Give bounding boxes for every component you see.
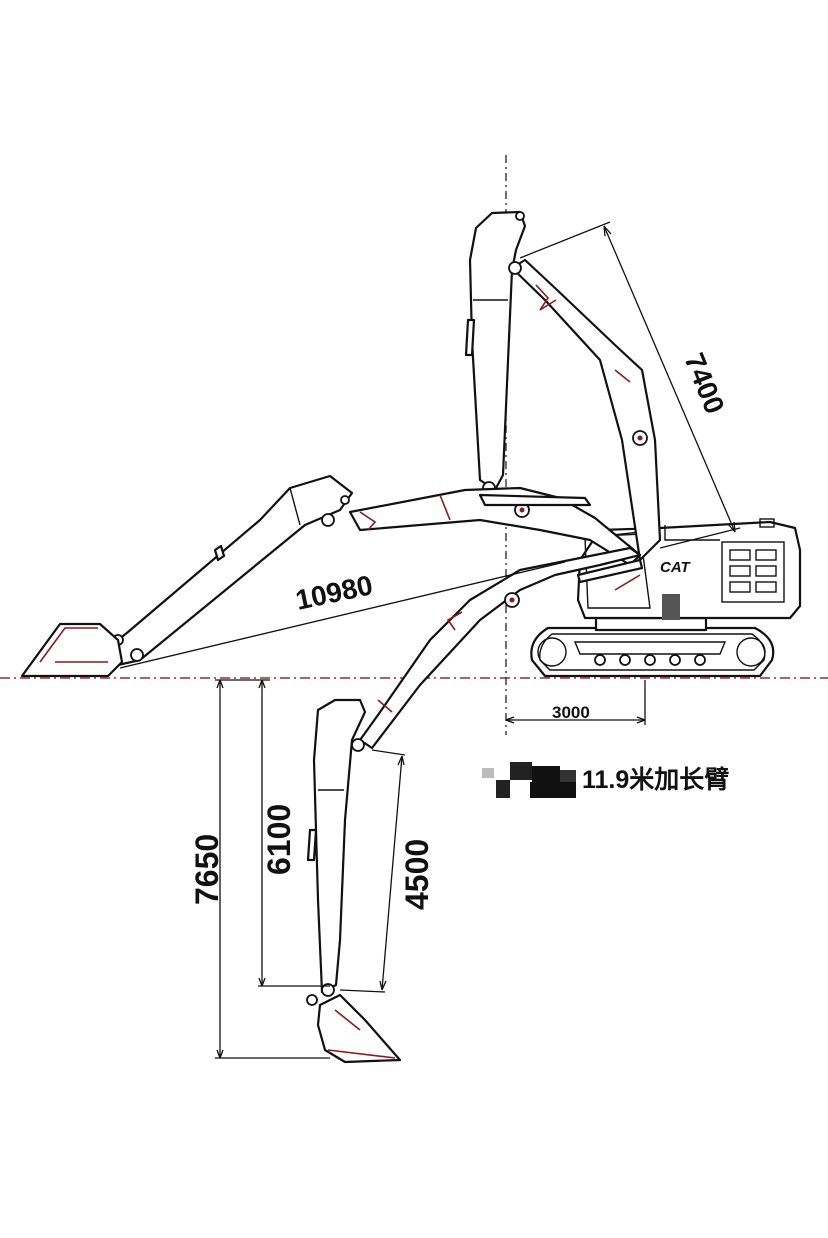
track-assembly [530, 616, 775, 678]
pose-max-reach [20, 474, 642, 678]
dim-label-boom-length: 7400 [678, 349, 730, 418]
pose-max-depth [306, 546, 644, 1064]
dim-label-max-reach: 10980 [293, 569, 376, 616]
dim-label-dig-depth-vertical: 6100 [261, 804, 297, 875]
dim-label-dig-depth-max: 7650 [189, 834, 225, 905]
dimension-stick-length [339, 749, 406, 993]
pose-raised [464, 210, 662, 562]
dimension-dig-depth-max [215, 679, 330, 1059]
dimension-dig-depth-vertical [258, 679, 330, 987]
redaction-block [662, 594, 680, 620]
redaction-mosaic [482, 762, 576, 798]
dim-label-tail-offset: 3000 [552, 703, 590, 722]
dimension-tail-offset [505, 680, 646, 725]
dimension-boom-length [519, 221, 741, 549]
dim-label-stick-length: 4500 [399, 839, 435, 910]
dimension-max-reach [119, 561, 566, 669]
diagram-caption: 11.9米加长臂 [582, 766, 730, 794]
cat-logo: CAT [660, 559, 692, 576]
